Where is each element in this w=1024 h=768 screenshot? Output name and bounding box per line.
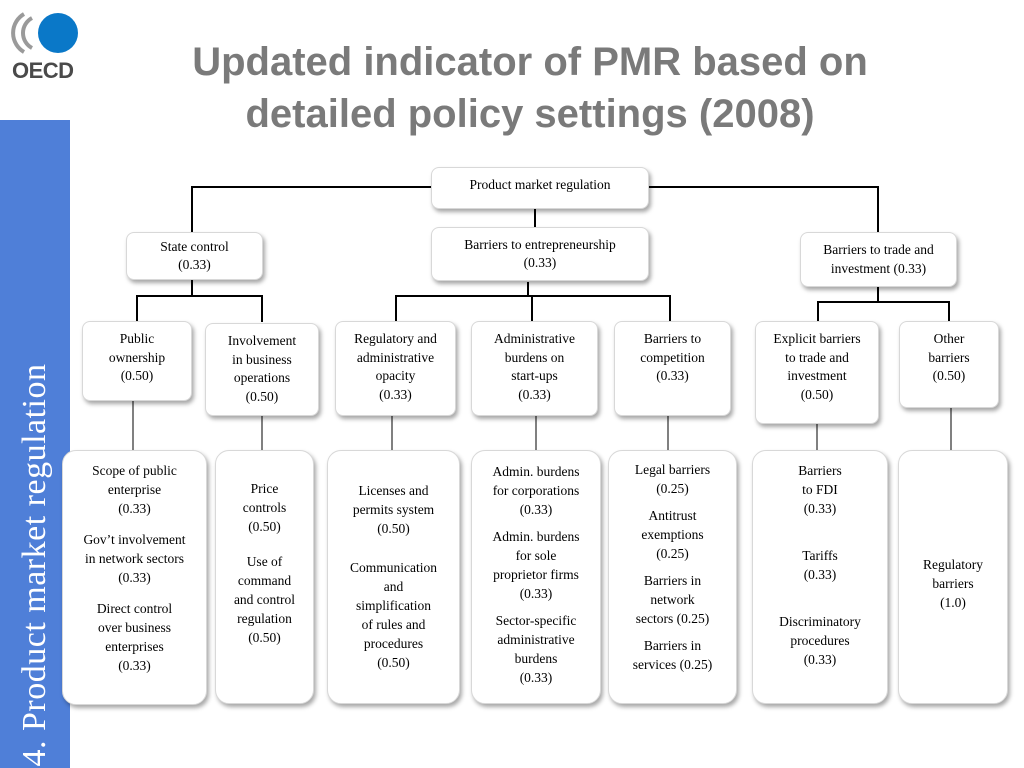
node-label: Regulatory and administrative opacity (0… xyxy=(354,331,437,402)
leaf-item: Price controls (0.50) xyxy=(242,481,287,534)
node-other-barriers: Other barriers (0.50) xyxy=(899,321,999,408)
leaf-item: Admin. burdens for sole proprietor firms… xyxy=(492,529,580,601)
leaf-opacity-items: Licenses and permits system (0.50) Commu… xyxy=(327,450,460,704)
node-label: Barriers to trade and investment (0.33) xyxy=(823,242,934,276)
leaf-competition-items: Legal barriers (0.25) Antitrust exemptio… xyxy=(608,450,737,704)
node-regulatory-administrative-opacity: Regulatory and administrative opacity (0… xyxy=(335,321,456,416)
connector-trade-children xyxy=(817,301,950,322)
leaf-explicit-items: Barriers to FDI (0.33) Tariffs (0.33) Di… xyxy=(752,450,888,704)
leaf-item: Barriers in network sectors (0.25) xyxy=(635,573,710,626)
node-label: Barriers to competition (0.33) xyxy=(640,331,705,383)
node-label: Administrative burdens on start-ups (0.3… xyxy=(494,331,575,402)
leaf-involvement-items: Price controls (0.50) Use of command and… xyxy=(215,450,314,704)
leaf-item: Tariffs (0.33) xyxy=(802,548,838,582)
leaf-item: Licenses and permits system (0.50) xyxy=(352,483,435,536)
leaf-item: Barriers in services (0.25) xyxy=(632,638,713,672)
leaf-public-ownership-items: Scope of public enterprise (0.33) Gov’t … xyxy=(62,450,207,705)
leaf-item: Use of command and control regulation (0… xyxy=(233,554,296,645)
connector-root-left xyxy=(191,186,432,233)
node-explicit-barriers: Explicit barriers to trade and investmen… xyxy=(755,321,879,424)
leaf-item: Scope of public enterprise (0.33) xyxy=(92,463,177,516)
node-administrative-burdens-startups: Administrative burdens on start-ups (0.3… xyxy=(471,321,598,416)
oecd-logo-text: OECD xyxy=(12,58,74,83)
node-barriers-to-competition: Barriers to competition (0.33) xyxy=(614,321,731,416)
connector-state-children xyxy=(136,295,263,322)
node-barriers-to-trade: Barriers to trade and investment (0.33) xyxy=(800,232,957,287)
leaf-item: Barriers to FDI (0.33) xyxy=(798,463,842,516)
leaf-item: Antitrust exemptions (0.25) xyxy=(641,508,704,561)
leaf-item: Admin. burdens for corporations (0.33) xyxy=(492,464,580,517)
node-label: State control (0.33) xyxy=(160,238,229,273)
node-label: Explicit barriers to trade and investmen… xyxy=(773,331,861,402)
leaf-item: Regulatory barriers (1.0) xyxy=(923,557,983,610)
leaf-item: Communication and simplification of rule… xyxy=(350,560,437,670)
node-label: Other barriers (0.50) xyxy=(928,331,970,383)
node-label: Product market regulation xyxy=(469,177,611,192)
leaf-item: Sector-specific administrative burdens (… xyxy=(495,613,577,685)
node-label: Involvement in business operations (0.50… xyxy=(227,333,297,404)
node-state-control: State control (0.33) xyxy=(126,232,263,280)
oecd-logo-icon xyxy=(11,12,78,54)
node-product-market-regulation: Product market regulation xyxy=(431,167,649,209)
leaf-item: Direct control over business enterprises… xyxy=(96,601,173,673)
section-sidebar: 4. Product market regulation xyxy=(0,120,70,768)
page-title: Updated indicator of PMR based on detail… xyxy=(192,40,868,136)
node-barriers-to-entrepreneurship: Barriers to entrepreneurship (0.33) xyxy=(431,227,649,281)
node-involvement-business-operations: Involvement in business operations (0.50… xyxy=(205,323,319,416)
node-public-ownership: Public ownership (0.50) xyxy=(82,321,192,401)
connector-root-right xyxy=(648,186,879,233)
leaf-item: Discriminatory procedures (0.33) xyxy=(779,614,861,667)
leaf-other-items: Regulatory barriers (1.0) xyxy=(898,450,1008,704)
leaf-admin-items: Admin. burdens for corporations (0.33) A… xyxy=(471,450,601,704)
node-label: Barriers to entrepreneurship (0.33) xyxy=(464,236,616,271)
leaf-item: Gov’t involvement in network sectors (0.… xyxy=(83,532,186,585)
node-label: Public ownership (0.50) xyxy=(108,331,166,383)
oecd-logo: OECD xyxy=(10,10,80,82)
leaf-item: Legal barriers (0.25) xyxy=(634,462,711,496)
